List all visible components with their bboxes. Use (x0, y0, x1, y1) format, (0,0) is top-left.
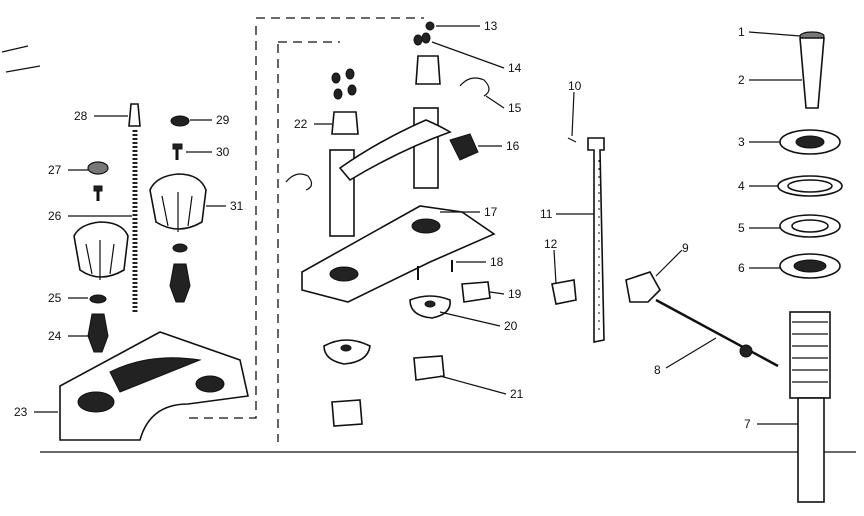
callout-2: 2 (738, 73, 745, 87)
locknut-6-hole (793, 259, 827, 273)
callout-5: 5 (738, 221, 745, 235)
valve-cartridge (415, 55, 441, 85)
callout-31: 31 (230, 199, 244, 213)
leader-12 (553, 249, 557, 285)
screw-27-head (93, 185, 103, 192)
spring-clip-12 (551, 279, 577, 305)
lift-strap-11 (587, 137, 605, 343)
leader-14 (431, 41, 505, 69)
callout-9: 9 (682, 241, 689, 255)
washer-right (172, 243, 188, 253)
callout-12: 12 (544, 237, 558, 251)
leader-10 (571, 91, 575, 137)
seal-22c (333, 88, 343, 100)
handle-26-flutes (85, 240, 115, 280)
base-cavity (109, 357, 202, 393)
seal-22d (347, 84, 357, 96)
callout-22: 22 (294, 117, 308, 131)
callout-18: 18 (490, 255, 504, 269)
callout-28: 28 (74, 109, 88, 123)
nut-lower (331, 399, 363, 427)
callout-26: 26 (48, 209, 62, 223)
leader-15 (485, 95, 505, 109)
callout-27: 27 (48, 163, 62, 177)
washer-left (323, 339, 371, 365)
clip-10 (567, 137, 577, 143)
stem-24 (87, 313, 109, 353)
callout-19: 19 (508, 287, 522, 301)
callout-20: 20 (504, 319, 518, 333)
rod-cap (128, 103, 141, 127)
callout-8: 8 (654, 363, 661, 377)
leader-21 (439, 375, 507, 395)
handle-31-flutes (161, 192, 193, 232)
spout-arm (338, 119, 452, 182)
callout-3: 3 (738, 135, 745, 149)
tailpiece (797, 397, 825, 503)
callout-30: 30 (216, 145, 230, 159)
callout-1: 1 (738, 25, 745, 39)
cap-19 (461, 281, 491, 303)
seal-14a (421, 32, 431, 44)
callout-6: 6 (738, 261, 745, 275)
callout-16: 16 (506, 139, 520, 153)
leader-1 (748, 31, 801, 37)
washer-left-hole (340, 344, 352, 352)
stem-right (169, 263, 191, 303)
washer-25 (89, 294, 107, 304)
spout-tip-16 (449, 133, 479, 161)
cap-29 (170, 115, 190, 127)
handle-26 (73, 221, 129, 278)
seal-13 (425, 21, 435, 31)
washer-4-inner (787, 179, 833, 193)
plate-hole-left (329, 266, 359, 282)
seal-22b (345, 68, 355, 80)
leader-9 (655, 249, 683, 277)
seal-22a (331, 72, 341, 84)
callout-23: 23 (14, 405, 28, 419)
scan-mark (1, 45, 29, 53)
leader-19 (489, 291, 505, 295)
leader-20 (439, 311, 501, 327)
cap-27 (87, 161, 109, 175)
callout-13: 13 (484, 19, 498, 33)
callout-21: 21 (510, 387, 524, 401)
leader-8 (665, 337, 717, 369)
callout-25: 25 (48, 291, 62, 305)
stopper-body-2 (799, 37, 825, 109)
callout-14: 14 (508, 61, 522, 75)
guide-line (184, 26, 257, 419)
flange-3-hole (795, 135, 825, 149)
callout-7: 7 (744, 417, 751, 431)
callout-11: 11 (540, 207, 553, 221)
base-port-left (77, 391, 115, 413)
pivot-ball (739, 344, 753, 358)
callout-15: 15 (508, 101, 522, 115)
drain-body-7 (789, 311, 831, 399)
pivot-rod-8 (655, 298, 779, 368)
nut-21 (413, 355, 445, 381)
faucet-base-23 (59, 331, 249, 441)
gasket-5-inner (791, 219, 829, 233)
pivot-nut-9 (625, 271, 661, 303)
callout-24: 24 (48, 329, 62, 343)
callout-4: 4 (738, 179, 745, 193)
clip-15 (459, 77, 490, 97)
base-port-right (195, 375, 225, 393)
clip-lower (285, 173, 313, 191)
seal-14b (413, 34, 423, 46)
plate-hole-right (411, 218, 441, 234)
washer-20-hole (424, 300, 436, 308)
callout-17: 17 (484, 205, 498, 219)
callout-10: 10 (568, 79, 582, 93)
callout-29: 29 (216, 113, 230, 127)
scan-mark (5, 65, 41, 73)
screw-30-head (172, 143, 183, 150)
valve-cartridge-22 (331, 111, 359, 135)
